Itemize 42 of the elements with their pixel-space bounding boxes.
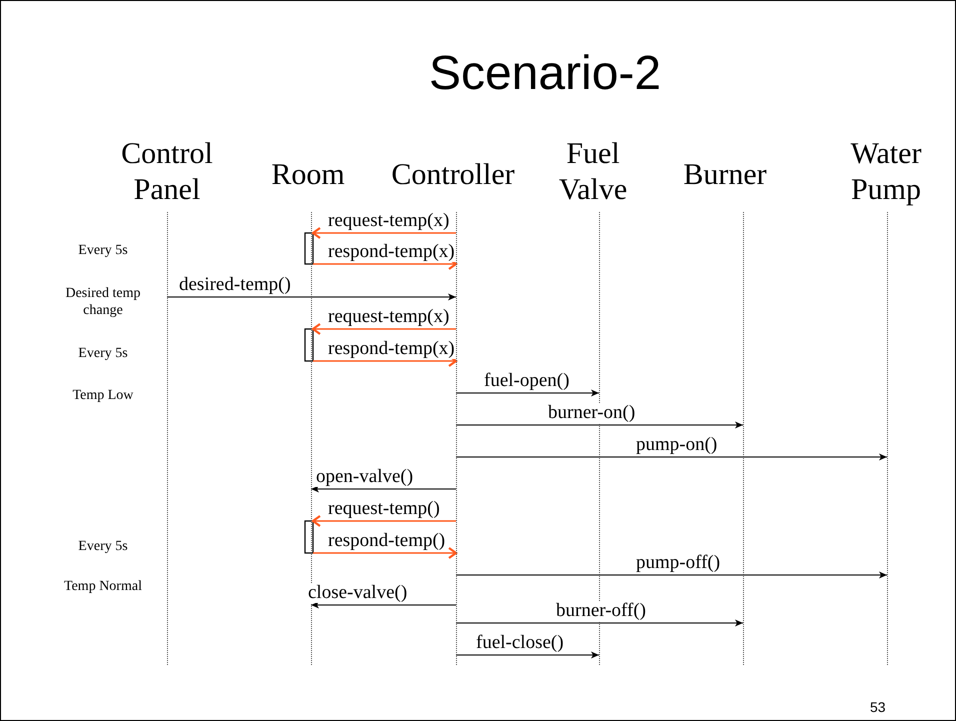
note: Desired temp change bbox=[64, 285, 142, 319]
edge-label: request-temp(x) bbox=[327, 211, 450, 231]
participant-label: Burner bbox=[682, 157, 768, 193]
note: Every 5s bbox=[77, 538, 129, 555]
participant-label: Room bbox=[270, 157, 346, 193]
edge-label: respond-temp() bbox=[327, 531, 446, 551]
arrow bbox=[167, 294, 456, 300]
arrow bbox=[456, 620, 743, 626]
edge-label: desired-temp() bbox=[178, 275, 292, 295]
page-number: 53 bbox=[870, 699, 886, 715]
edge-label: open-valve() bbox=[315, 467, 414, 487]
edge-label: pump-off() bbox=[635, 553, 722, 573]
arrow bbox=[312, 514, 456, 528]
arrow bbox=[456, 390, 599, 396]
arrow bbox=[456, 454, 887, 460]
edge-label: pump-on() bbox=[635, 435, 718, 455]
edge-label: fuel-close() bbox=[475, 633, 565, 653]
participant-label: Water Pump bbox=[850, 136, 922, 208]
note: Temp Low bbox=[72, 387, 134, 404]
note: Every 5s bbox=[77, 345, 129, 362]
arrow bbox=[312, 226, 456, 240]
participant-label: Control Panel bbox=[120, 136, 214, 208]
edge-label: respond-temp(x) bbox=[327, 339, 456, 359]
edge-label: burner-off() bbox=[555, 601, 647, 621]
slide-title: Scenario-2 bbox=[428, 46, 662, 101]
participant-label: Controller bbox=[390, 157, 516, 193]
edge-label: respond-temp(x) bbox=[327, 242, 456, 262]
participant-label: Fuel Valve bbox=[558, 136, 628, 208]
arrow bbox=[456, 652, 599, 658]
edge-label: close-valve() bbox=[307, 583, 408, 603]
edge-label: request-temp(x) bbox=[327, 307, 450, 327]
arrow bbox=[311, 486, 456, 492]
arrow bbox=[311, 602, 456, 608]
edge-label: fuel-open() bbox=[483, 371, 570, 391]
arrow bbox=[456, 572, 887, 578]
note: Temp Normal bbox=[63, 578, 143, 595]
arrow bbox=[456, 422, 743, 428]
arrow bbox=[312, 322, 456, 336]
note: Every 5s bbox=[77, 242, 129, 259]
edge-label: request-temp() bbox=[327, 499, 441, 519]
arrow bbox=[313, 546, 458, 560]
edge-label: burner-on() bbox=[547, 403, 636, 423]
